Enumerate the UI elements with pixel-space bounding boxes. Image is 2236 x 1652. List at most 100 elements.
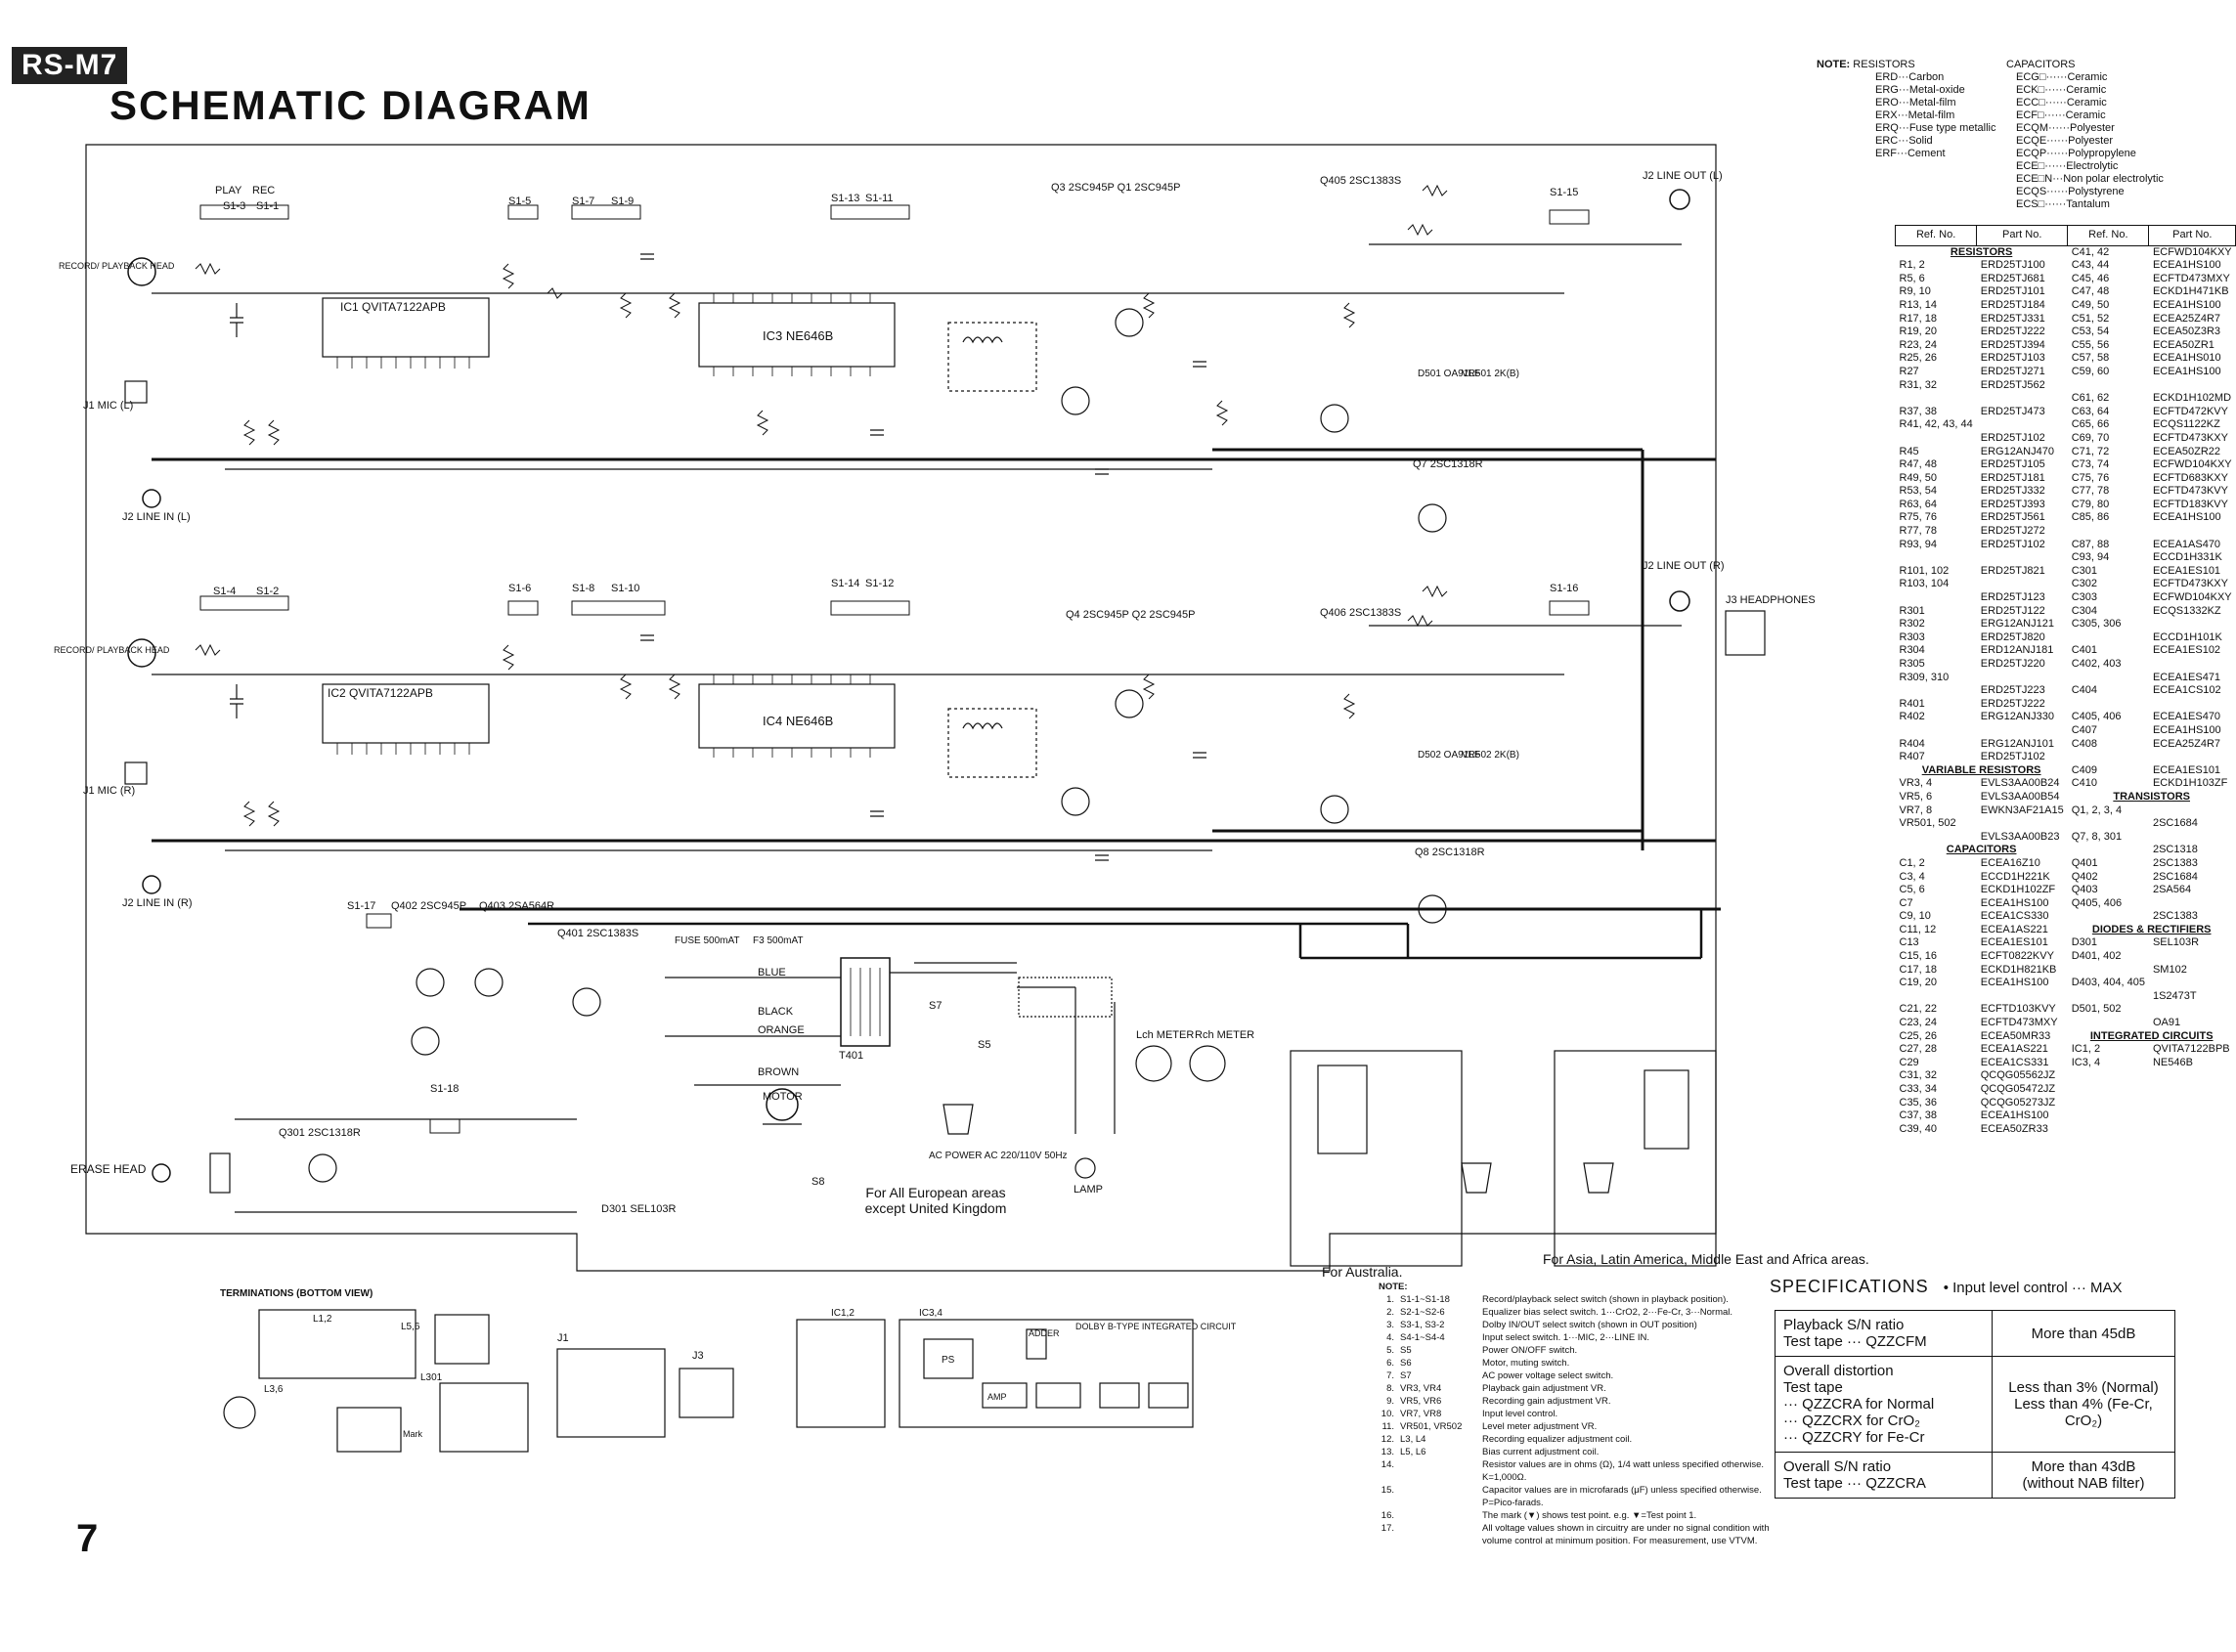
vr502-label: VR502 2K(B)	[1462, 750, 1519, 761]
parts-ref-cell	[1896, 432, 1977, 446]
note-key: S5	[1400, 1345, 1412, 1356]
parts-no-cell: 2SC1684	[2152, 817, 2198, 830]
s1-12-label: S1-12	[865, 578, 894, 589]
note-text: Playback gain adjustment VR.	[1482, 1383, 1606, 1394]
legend-capacitor-item: ECQP······Polypropylene	[2016, 148, 2136, 159]
parts-ref-cell: R13, 14	[1899, 298, 1938, 311]
s1-1-label: S1-1	[256, 200, 279, 212]
parts-no-cell: QCQG05472JZ	[1980, 1083, 2056, 1095]
parts-no-cell	[2149, 1097, 2236, 1110]
black-wire-label: BLACK	[758, 1006, 794, 1018]
parts-header-part-2: Part No.	[2148, 225, 2236, 246]
parts-no-cell: ERD25TJ181	[1980, 471, 2045, 484]
parts-ref-cell: C17, 18	[1899, 963, 1938, 976]
note-text: Bias current adjustment coil.	[1482, 1447, 1600, 1457]
note-text: The mark (▼) shows test point. e.g. ▼=Te…	[1482, 1510, 1697, 1521]
parts-no-cell: ERD25TJ222	[1980, 697, 2045, 710]
parts-no-cell: ERD25TJ100	[1980, 259, 2045, 272]
parts-no-cell	[1977, 672, 2068, 685]
australia-inset	[1290, 1050, 1463, 1267]
parts-ref-cell	[2068, 1109, 2149, 1123]
parts-no-cell: ECEA1AS221	[1980, 1043, 2048, 1056]
parts-ref-cell	[2068, 1017, 2149, 1030]
parts-ref-cell: R41, 42, 43, 44	[1899, 418, 1973, 431]
t401-label: T401	[839, 1050, 863, 1062]
parts-ref-cell: VR501, 502	[1899, 817, 1956, 830]
ic3-label: IC3 NE646B	[763, 328, 833, 343]
parts-no-cell: 2SC1383	[2152, 856, 2198, 869]
parts-ref-cell	[1896, 392, 1977, 406]
l56-label: L5,6	[401, 1322, 420, 1332]
notes-title: NOTE:	[1379, 1282, 1408, 1292]
legend-capacitor-item: ECQE······Polyester	[2016, 135, 2114, 147]
note-text: Resistor values are in ohms (Ω), 1/4 wat…	[1482, 1459, 1765, 1483]
parts-no-cell: ECEA50ZR22	[2152, 445, 2221, 457]
headphones-label: J3 HEADPHONES	[1726, 594, 1816, 606]
s1-13-label: S1-13	[831, 193, 859, 204]
parts-ref-cell: R303	[1899, 630, 1925, 643]
parts-ref-cell: C49, 50	[2071, 298, 2110, 311]
page-title: SCHEMATIC DIAGRAM	[110, 82, 592, 128]
spec-label-line: Test tape	[1783, 1379, 1843, 1396]
parts-ref-cell	[2068, 1069, 2149, 1083]
parts-no-cell	[1977, 418, 2068, 432]
parts-ref-cell	[1896, 724, 1977, 738]
orange-wire-label: ORANGE	[758, 1024, 805, 1036]
parts-no-cell: ECFTD473KVY	[2152, 485, 2228, 498]
note-number: 6.	[1386, 1358, 1394, 1369]
parts-ref-cell: C79, 80	[2071, 498, 2110, 510]
parts-no-cell: ERG12ANJ330	[1980, 711, 2054, 723]
parts-no-cell: ERD25TJ122	[1980, 604, 2045, 617]
parts-ref-cell	[2068, 844, 2149, 857]
parts-header-ref-2: Ref. No.	[2067, 225, 2150, 246]
parts-no-cell: QCQG05562JZ	[1980, 1069, 2056, 1082]
s5-label: S5	[978, 1039, 990, 1051]
parts-ref-cell: R301	[1899, 604, 1925, 617]
note-key: S4-1~S4-4	[1400, 1332, 1445, 1343]
parts-ref-cell: R93, 94	[1899, 538, 1938, 550]
parts-ref-cell: R37, 38	[1899, 405, 1938, 417]
asia-inset	[1554, 1050, 1717, 1267]
ps-label: PS	[942, 1355, 955, 1366]
parts-ref-cell: R63, 64	[1899, 498, 1938, 510]
mic-r-label: J1 MIC (R)	[83, 785, 135, 797]
parts-ref-cell	[2068, 817, 2149, 831]
parts-ref-cell: C11, 12	[1899, 923, 1937, 935]
parts-no-cell: ECKD1H821KB	[1980, 963, 2057, 976]
parts-header-ref-1: Ref. No.	[1894, 225, 1978, 246]
parts-ref-cell: C405, 406	[2071, 711, 2122, 723]
parts-no-cell: ECFTD473KXY	[2152, 431, 2228, 444]
parts-ref-cell: C305, 306	[2071, 618, 2122, 630]
s1-3-label: S1-3	[223, 200, 245, 212]
dolby-block	[899, 1319, 1194, 1428]
play-label: PLAY	[215, 185, 242, 196]
spec-label-line: ··· QZZCRY for Fe-Cr	[1783, 1429, 1925, 1446]
parts-ref-cell: C63, 64	[2071, 405, 2110, 417]
parts-no-cell	[2149, 897, 2236, 911]
note-key	[1400, 1458, 1482, 1484]
parts-no-cell	[1977, 817, 2068, 831]
parts-no-cell: ECEA1ES470	[2152, 711, 2221, 723]
spec-label-line: Playback S/N ratio	[1783, 1317, 1905, 1333]
d502-label: D502 OA91LF	[1418, 750, 1480, 761]
parts-no-cell	[1977, 724, 2068, 738]
note-number: 15.	[1381, 1485, 1394, 1496]
parts-ref-cell: C301	[2071, 564, 2098, 577]
